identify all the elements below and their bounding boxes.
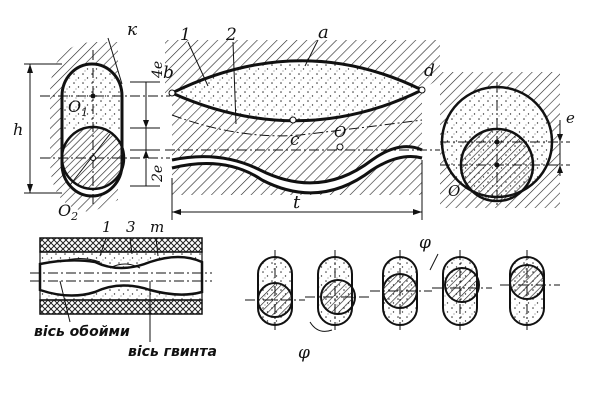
label-1-top: 1 bbox=[180, 25, 191, 45]
label-o1: O1 bbox=[68, 97, 88, 119]
caption-screw-axis: вісь гвинта bbox=[128, 344, 217, 360]
label-a: a bbox=[318, 22, 329, 43]
label-h: h bbox=[13, 120, 23, 139]
label-2-top: 2 bbox=[225, 25, 237, 45]
right-cross-section bbox=[440, 72, 570, 208]
label-b: b bbox=[163, 63, 174, 83]
label-2e: 2e bbox=[150, 165, 166, 183]
label-1-bottom: 1 bbox=[102, 218, 112, 236]
longitudinal-section bbox=[165, 39, 440, 220]
label-e: e bbox=[566, 109, 575, 127]
label-m: m bbox=[150, 218, 164, 236]
label-c: c bbox=[290, 130, 300, 150]
caption-housing-axis: вісь обойми bbox=[34, 324, 130, 340]
stage-3 bbox=[370, 250, 432, 330]
rotation-sequence bbox=[245, 250, 560, 332]
stage-4 bbox=[429, 250, 492, 330]
label-o-right: O bbox=[448, 182, 460, 200]
label-phi-bottom: φ bbox=[298, 343, 310, 363]
label-phi-top: φ bbox=[419, 233, 431, 253]
pump-assembly bbox=[30, 237, 212, 342]
left-cross-section bbox=[24, 37, 170, 212]
stage-1 bbox=[245, 250, 305, 330]
label-d: d bbox=[424, 61, 435, 81]
label-3: 3 bbox=[126, 218, 136, 236]
label-k: к bbox=[127, 20, 138, 40]
label-t: t bbox=[293, 192, 301, 213]
label-o-center: O bbox=[334, 123, 346, 141]
label-o2: O2 bbox=[58, 201, 78, 223]
stage-5 bbox=[500, 250, 560, 330]
label-4e: 4e bbox=[150, 61, 166, 79]
stage-2 bbox=[305, 250, 370, 332]
